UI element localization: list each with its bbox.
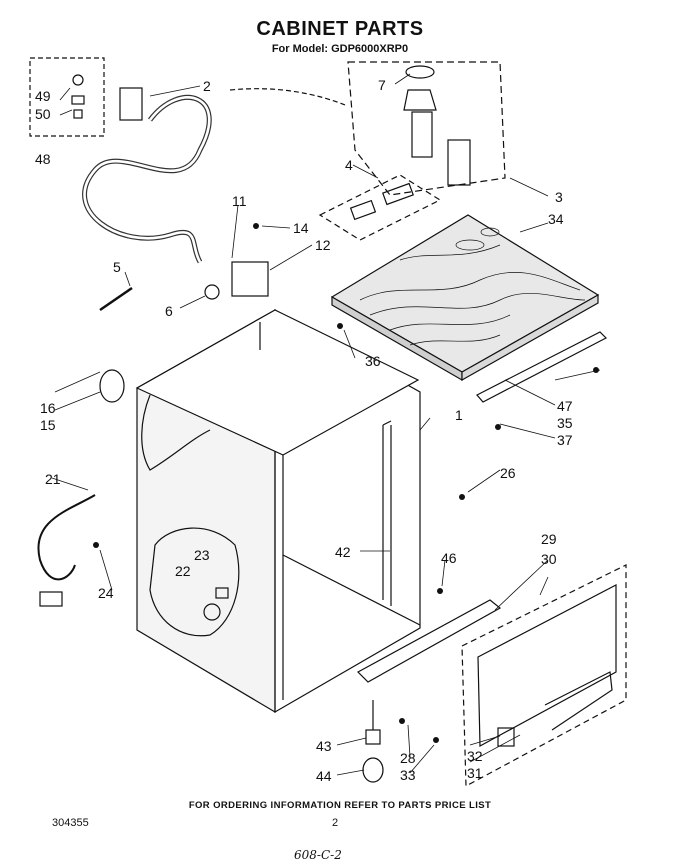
part-label: 49	[35, 88, 51, 104]
part-label: 23	[194, 547, 210, 563]
part-label: 6	[165, 303, 173, 319]
part-label: 46	[441, 550, 457, 566]
part-label: 4	[345, 157, 353, 173]
part-label: 30	[541, 551, 557, 567]
part-label: 43	[316, 738, 332, 754]
part-label: 33	[400, 767, 416, 783]
part-label: 7	[378, 77, 386, 93]
part-label: 29	[541, 531, 557, 547]
part-label: 50	[35, 106, 51, 122]
part-label: 15	[40, 417, 56, 433]
tub-connector-box-3	[347, 61, 506, 196]
part-label: 26	[500, 465, 516, 481]
handwritten-code: 608-C-2	[294, 848, 342, 862]
toe-panel-30	[461, 564, 627, 787]
part-label: 21	[45, 471, 61, 487]
part-label: 14	[293, 220, 309, 236]
part-label: 16	[40, 400, 56, 416]
model-subtitle: For Model: GDP6000XRP0	[271, 43, 409, 55]
part-label: 36	[365, 353, 381, 369]
part-6	[204, 284, 220, 300]
part-label: 31	[467, 765, 483, 781]
power-cord-21	[37, 494, 96, 581]
part-label: 3	[555, 189, 563, 205]
part-label: 44	[316, 768, 332, 784]
top-34	[330, 214, 600, 382]
part-label: 34	[548, 211, 564, 227]
document-number: 304355	[52, 817, 89, 829]
part-label: 2	[203, 78, 211, 94]
rail-35	[476, 331, 608, 403]
part-label: 1	[455, 407, 463, 423]
page-title: CABINET PARTS	[256, 18, 424, 40]
part-label: 28	[400, 750, 416, 766]
part-label: 11	[232, 193, 247, 209]
part-label: 48	[35, 151, 51, 167]
rail-29	[357, 599, 502, 683]
part-label: 37	[557, 432, 573, 448]
part-label: 32	[467, 748, 483, 764]
part-label: 22	[175, 563, 191, 579]
part-label: 47	[557, 398, 573, 414]
part-label: 35	[557, 415, 573, 431]
part-48-box	[29, 57, 105, 137]
vertical-brace-42	[382, 420, 392, 606]
part-label: 5	[113, 259, 121, 275]
part-labels: 1 2 3 4 5 6 7 11 12 14 15 16 21 22 23 24…	[35, 77, 573, 784]
part-label: 42	[335, 544, 351, 560]
caster-44	[362, 757, 384, 783]
cabinet-body	[135, 308, 421, 714]
part-4-box	[318, 174, 442, 241]
part-12	[231, 261, 269, 297]
page-number: 2	[332, 817, 339, 829]
ordering-note: FOR ORDERING INFORMATION REFER TO PARTS …	[188, 800, 492, 811]
part-label: 12	[315, 237, 331, 253]
part-label: 24	[98, 585, 114, 601]
part-5	[99, 286, 133, 312]
part-16	[99, 369, 125, 403]
leveling-leg-43	[365, 700, 381, 745]
